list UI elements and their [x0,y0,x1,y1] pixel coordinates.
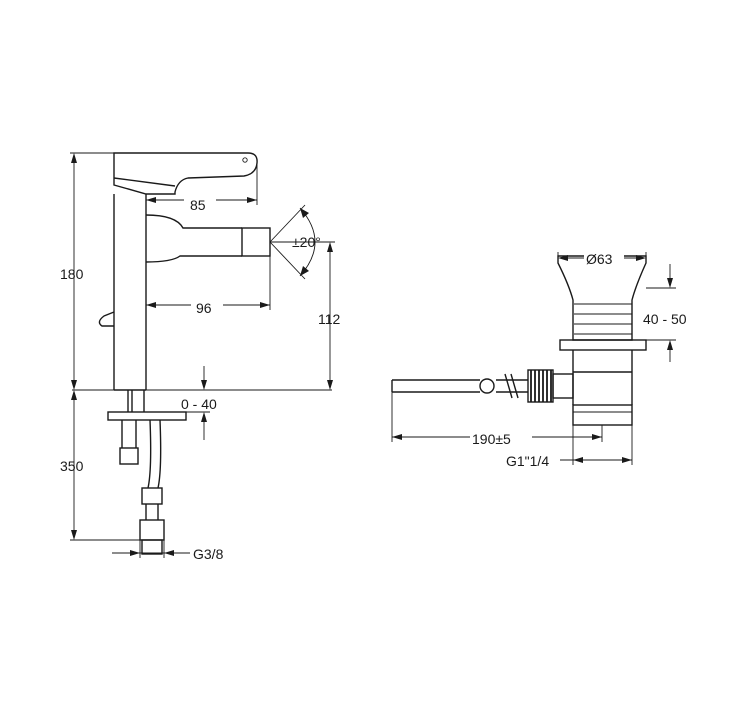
rod-sleeve [496,379,528,393]
dim-label-rod-length: 190±5 [472,431,511,447]
faucet-drawing: 180 350 85 96 112 ±20° [60,152,341,562]
dim-label-180: 180 [60,266,84,282]
dim-label-112: 112 [318,311,341,327]
knurled-nut [527,369,554,403]
dim-label-85: 85 [190,197,206,213]
hose-right [147,419,162,489]
waste-body [572,350,633,405]
pull-rod [391,379,480,393]
dim-label-thread: G1"1/4 [506,453,549,469]
rod-break-mark [504,373,519,399]
dim-label-96: 96 [196,300,212,316]
lever-base [113,177,176,187]
spout-outlet [241,227,271,257]
dim-label-diameter: Ø63 [586,251,613,267]
waste-collar [559,339,647,351]
dim-label-connection: G3/8 [193,546,224,562]
hose-left [121,420,137,448]
fixing-plate [107,411,187,421]
dim-label-plug-height: 40 - 50 [643,311,687,327]
lever-handle [113,152,258,195]
waste-tailpiece [572,404,633,426]
hose-end [141,539,163,555]
waste-side-port [552,373,574,399]
hose-connector-mid [141,487,163,505]
popup-knob [98,311,115,327]
waste-drawing: Ø63 40 - 50 190±5 G1"1/4 [391,250,687,469]
hose-nut [139,519,165,541]
hose-lower [145,504,159,520]
faucet-body [113,194,147,391]
waste-flange [557,255,647,341]
ball-joint [479,378,495,394]
dim-label-swivel: ±20° [292,234,321,250]
dim-label-deck: 0 - 40 [181,396,217,412]
hose-connector-top [119,447,139,465]
lever-indicator [242,157,248,163]
fixing-stud [127,390,145,412]
dim-label-350: 350 [60,458,84,474]
faucet-spout [145,214,242,263]
